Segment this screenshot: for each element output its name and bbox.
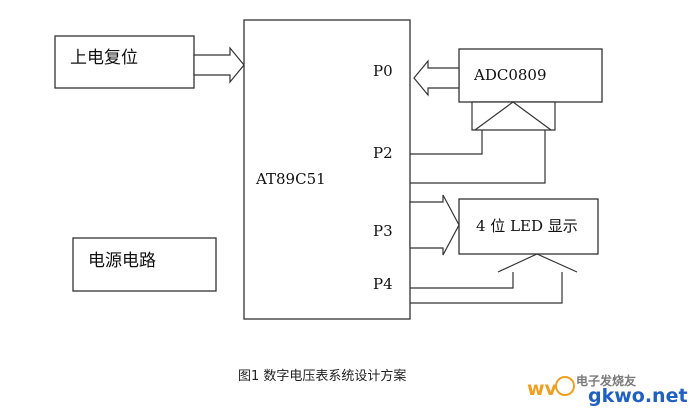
adc-box: [458, 48, 603, 103]
power-circuit-label: 电源电路: [88, 251, 156, 271]
p4-wire-a: [410, 272, 514, 289]
port-p2-label: P2: [373, 144, 393, 162]
watermark-right: gkwo.net: [588, 385, 688, 407]
p2-wire-a: [410, 130, 483, 155]
power-on-reset-box: [54, 35, 195, 89]
adc-control-arrow-bg: [471, 101, 556, 131]
p3-to-led-arrow: [409, 194, 460, 256]
power-on-reset-label: 上电复位: [70, 48, 138, 68]
port-p4-label: P4: [373, 275, 393, 293]
mcu-label: AT89C51: [255, 170, 326, 188]
adc-control-arrow-head: [474, 101, 552, 131]
power-circuit-box: [72, 237, 217, 292]
figure-caption: 图1 数字电压表系统设计方案: [238, 368, 406, 384]
watermark-logo-icon: [555, 376, 575, 396]
port-p0-label: P0: [373, 62, 393, 80]
led-display-box: [458, 198, 599, 255]
p2-wire-b: [410, 130, 546, 184]
led-control-arrow-head: [497, 253, 578, 273]
adc-to-p0-arrow: [413, 59, 460, 97]
reset-to-mcu-arrow: [193, 46, 245, 84]
watermark-left: wv: [527, 378, 558, 400]
watermark-middle: 电子发烧友: [576, 373, 636, 388]
mcu-box: [243, 19, 411, 320]
p4-wire-b: [410, 272, 563, 304]
led-display-label: 4 位 LED 显示: [476, 217, 578, 235]
port-p3-label: P3: [373, 222, 393, 240]
adc-label: ADC0809: [473, 66, 547, 84]
